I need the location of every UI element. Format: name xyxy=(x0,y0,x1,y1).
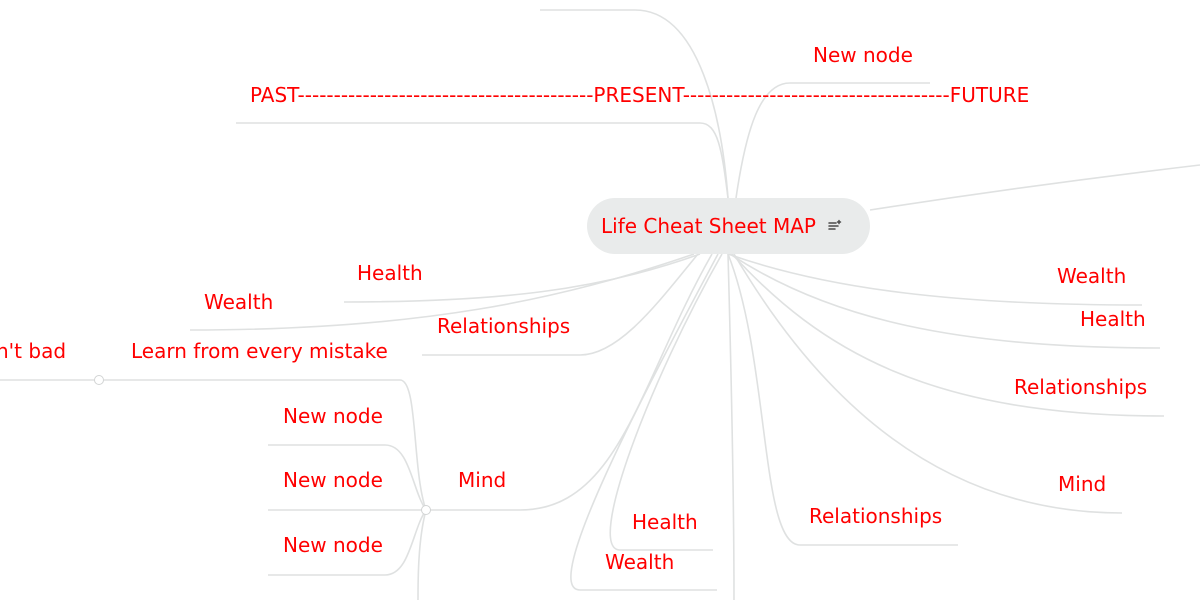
connector-mind-down xyxy=(417,509,427,600)
connector-bottom-center xyxy=(727,253,735,600)
node-bottom-relationships[interactable]: Relationships xyxy=(809,504,943,528)
note-icon[interactable] xyxy=(828,219,842,233)
connector-new-node xyxy=(735,82,930,199)
root-node-title: Life Cheat Sheet MAP xyxy=(601,214,816,238)
node-right-wealth[interactable]: Wealth xyxy=(1057,264,1127,288)
node-right-relationships[interactable]: Relationships xyxy=(1014,375,1148,399)
node-left-wealth[interactable]: Wealth xyxy=(204,290,274,314)
node-bottom-wealth[interactable]: Wealth xyxy=(605,550,675,574)
node-bottom-health[interactable]: Health xyxy=(632,510,698,534)
node-cut-off[interactable]: n't bad xyxy=(0,339,67,363)
node-mind-child-1[interactable]: New node xyxy=(283,404,383,428)
connector-right-mind xyxy=(733,253,1123,514)
connector-left-mind xyxy=(426,253,713,511)
node-left-mind[interactable]: Mind xyxy=(458,468,507,492)
node-mind-child-3[interactable]: New node xyxy=(283,533,383,557)
connector-left-relationships xyxy=(422,253,699,356)
node-new-node-top[interactable]: New node xyxy=(813,43,913,67)
connector-mind-node-3 xyxy=(268,509,427,576)
node-right-mind[interactable]: Mind xyxy=(1058,472,1107,496)
connector-left-wealth xyxy=(189,253,695,331)
root-node[interactable]: Life Cheat Sheet MAP xyxy=(587,198,870,254)
connector-left-health xyxy=(343,253,701,303)
connector-right-health xyxy=(729,253,1161,349)
connector-timeline xyxy=(236,122,729,199)
connector-top-offscreen xyxy=(540,9,729,199)
connector-mind-node-1 xyxy=(268,444,427,511)
connector-right-offscreen xyxy=(869,164,1200,211)
connector-right-wealth xyxy=(727,253,1143,306)
node-timeline[interactable]: PAST------------------------------------… xyxy=(250,83,1030,107)
connector-bottom-wealth xyxy=(570,253,719,591)
node-mind-child-2[interactable]: New node xyxy=(283,468,383,492)
connector-bottom-health xyxy=(609,253,723,551)
node-right-health[interactable]: Health xyxy=(1080,307,1146,331)
node-left-health[interactable]: Health xyxy=(357,261,423,285)
node-left-relationships[interactable]: Relationships xyxy=(437,314,571,338)
node-learn-from-every-mistake[interactable]: Learn from every mistake xyxy=(131,339,388,363)
collapse-toggle-left[interactable] xyxy=(94,375,104,385)
connector-mind-learn xyxy=(104,379,427,511)
connector-bottom-relationships xyxy=(727,253,958,546)
collapse-toggle-mind[interactable] xyxy=(421,505,431,515)
connector-right-relationships xyxy=(731,253,1165,417)
